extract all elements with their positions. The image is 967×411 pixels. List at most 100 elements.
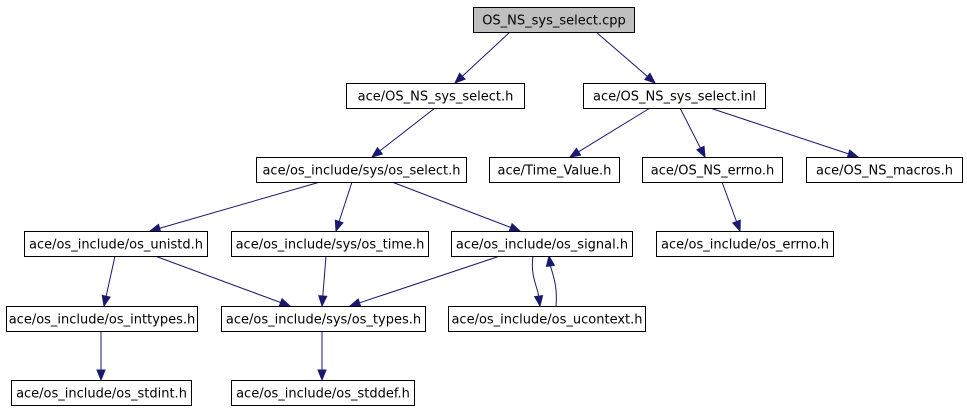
arrowhead-icon <box>317 369 327 382</box>
node-macros[interactable]: ace/OS_NS_macros.h <box>806 157 963 183</box>
arrowhead-icon <box>568 147 582 158</box>
node-label: ace/os_include/os_stdint.h <box>16 387 187 402</box>
arrowhead-icon <box>334 219 344 233</box>
arrowhead-icon <box>643 72 657 84</box>
arrowhead-icon <box>101 294 111 308</box>
node-label: ace/os_include/os_errno.h <box>661 238 829 253</box>
node-box[interactable] <box>231 380 415 406</box>
edge-errno-to-oserrno <box>721 181 741 233</box>
node-timevalue[interactable]: ace/Time_Value.h <box>489 157 620 183</box>
edge-select-to-systime <box>334 181 353 233</box>
edge-line <box>154 255 281 303</box>
node-box[interactable] <box>231 231 429 257</box>
node-box[interactable] <box>451 231 633 257</box>
node-oserrno[interactable]: ace/os_include/os_errno.h <box>656 231 834 257</box>
edge-unistd-to-inttypes <box>101 255 116 308</box>
edge-select-to-signal <box>391 181 522 232</box>
arrowhead-icon <box>545 254 556 268</box>
arrowhead-icon <box>148 223 162 233</box>
edge-line <box>338 181 353 222</box>
node-box[interactable] <box>489 157 620 183</box>
edge-h-to-select <box>370 107 436 158</box>
arrowhead-icon <box>370 146 384 158</box>
arrowhead-icon <box>533 294 544 308</box>
edge-unistd-to-systypes <box>154 255 292 307</box>
node-label: ace/OS_NS_sys_select.h <box>358 90 514 105</box>
edge-inttypes-to-stdint <box>96 331 106 382</box>
node-unistd[interactable]: ace/os_include/os_unistd.h <box>24 231 208 257</box>
node-systime[interactable]: ace/os_include/sys/os_time.h <box>231 231 429 257</box>
node-ucontext[interactable]: ace/os_include/os_ucontext.h <box>448 306 646 332</box>
edge-line <box>709 107 849 155</box>
node-stddef[interactable]: ace/os_include/os_stddef.h <box>231 380 415 406</box>
node-root[interactable]: OS_NS_sys_select.cpp <box>473 7 635 33</box>
edge-systime-to-systypes <box>318 255 328 308</box>
node-box[interactable] <box>221 306 426 332</box>
graph-edges <box>96 31 860 382</box>
node-label: ace/Time_Value.h <box>498 164 612 179</box>
node-label: ace/OS_NS_errno.h <box>651 164 775 179</box>
node-label: OS_NS_sys_select.cpp <box>482 14 626 29</box>
node-label: ace/os_include/os_signal.h <box>456 238 628 253</box>
node-inl[interactable]: ace/OS_NS_sys_select.inl <box>583 83 766 109</box>
edge-inl-to-timevalue <box>568 107 651 158</box>
edge-line <box>578 107 651 153</box>
arrowhead-icon <box>348 298 362 308</box>
node-label: ace/OS_NS_macros.h <box>816 164 953 179</box>
arrowhead-icon <box>278 297 292 307</box>
node-stdint[interactable]: ace/os_include/os_stdint.h <box>11 380 192 406</box>
node-select[interactable]: ace/os_include/sys/os_select.h <box>256 157 467 183</box>
node-box[interactable] <box>11 380 192 406</box>
node-box[interactable] <box>24 231 208 257</box>
node-box[interactable] <box>473 7 635 33</box>
edge-line <box>105 255 116 297</box>
edge-line <box>359 255 501 304</box>
node-label: ace/os_include/os_unistd.h <box>29 238 203 253</box>
node-label: ace/os_include/os_ucontext.h <box>451 313 642 328</box>
edge-signal-to-systypes <box>348 255 501 308</box>
node-label: ace/OS_NS_sys_select.inl <box>593 90 756 105</box>
graph-nodes: OS_NS_sys_select.cpp ace/OS_NS_sys_select… <box>6 7 963 406</box>
node-signal[interactable]: ace/os_include/os_signal.h <box>451 231 633 257</box>
edge-inl-to-errno <box>679 107 706 159</box>
node-box[interactable] <box>256 157 467 183</box>
arrowhead-icon <box>454 72 466 84</box>
node-box[interactable] <box>656 231 834 257</box>
arrowhead-icon <box>96 369 106 382</box>
node-systypes[interactable]: ace/os_include/sys/os_types.h <box>221 306 426 332</box>
node-errno[interactable]: ace/OS_NS_errno.h <box>642 157 783 183</box>
arrowhead-icon <box>731 219 741 233</box>
node-box[interactable] <box>583 83 766 109</box>
edge-signal-to-ucontext <box>531 255 544 308</box>
edge-line <box>549 265 557 307</box>
node-box[interactable] <box>642 157 783 183</box>
edge-select-to-unistd <box>148 181 321 233</box>
edge-ucontext-to-signal <box>545 254 557 307</box>
edge-line <box>159 181 321 229</box>
node-box[interactable] <box>346 83 525 109</box>
node-inttypes[interactable]: ace/os_include/os_inttypes.h <box>6 306 198 332</box>
edge-line <box>391 181 511 228</box>
edge-inl-to-macros <box>709 107 860 159</box>
edge-root-to-inl <box>595 31 657 84</box>
arrowhead-icon <box>508 222 522 232</box>
arrowhead-icon <box>318 295 328 308</box>
node-h[interactable]: ace/OS_NS_sys_select.h <box>346 83 525 109</box>
edge-line <box>322 255 327 297</box>
arrowhead-icon <box>846 149 860 159</box>
node-label: ace/os_include/os_inttypes.h <box>9 313 196 328</box>
edge-line <box>679 107 701 149</box>
node-label: ace/os_include/sys/os_time.h <box>236 238 425 253</box>
edge-line <box>595 31 648 77</box>
edge-line <box>379 107 436 152</box>
node-box[interactable] <box>448 306 646 332</box>
edge-line <box>721 181 738 222</box>
node-box[interactable] <box>6 306 198 332</box>
node-box[interactable] <box>806 157 963 183</box>
node-label: ace/os_include/sys/os_select.h <box>262 164 460 179</box>
node-label: ace/os_include/sys/os_types.h <box>226 313 421 328</box>
edge-systypes-to-stddef <box>317 331 327 382</box>
edge-root-to-h <box>454 31 511 84</box>
edge-line <box>531 255 540 297</box>
